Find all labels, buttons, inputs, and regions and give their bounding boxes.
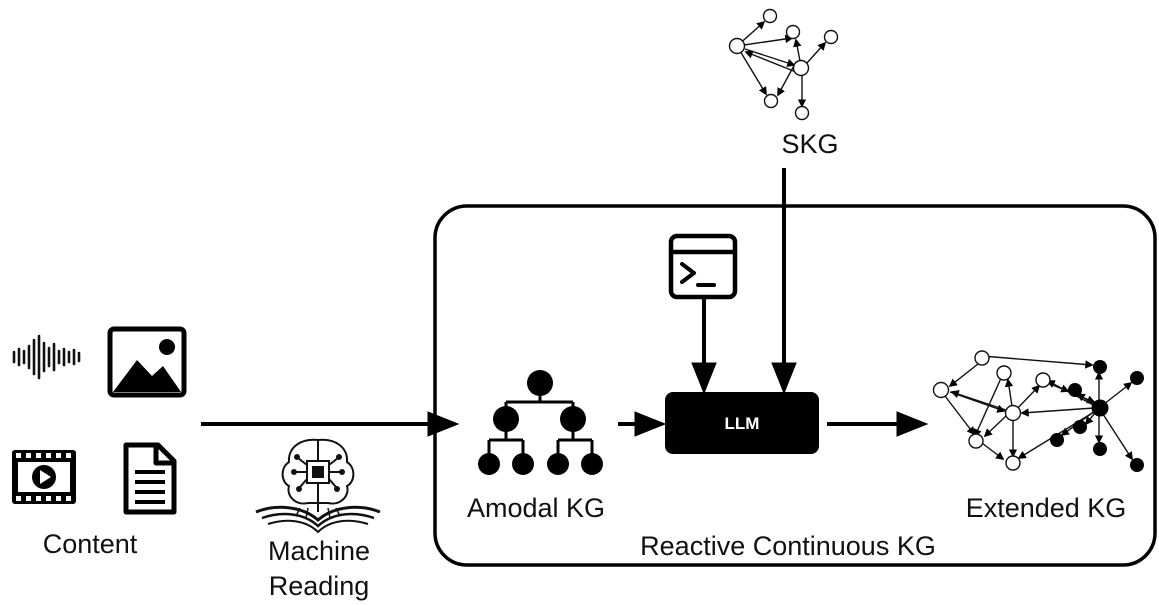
reactive-continuous-kg-label: Reactive Continuous KG	[640, 531, 936, 561]
skg-graph-icon	[736, 20, 827, 108]
machine-reading-label-line1: Machine	[268, 536, 370, 566]
machine-reading-label-line2: Reading	[269, 571, 370, 601]
reactive-continuous-kg-box	[433, 204, 1157, 567]
extended-kg-label: Extended KG	[966, 493, 1127, 523]
llm-block	[665, 392, 819, 454]
terminal-prompt-icon	[668, 233, 738, 300]
amodal-kg-tree-icon	[478, 370, 603, 475]
skg-label: SKG	[781, 129, 838, 159]
brain-book-icon	[255, 438, 381, 534]
extended-kg-graph-nodes-filled	[1050, 360, 1144, 472]
skg-graph-nodes	[728, 8, 839, 121]
extended-kg-graph-nodes-open	[932, 350, 1051, 471]
audio-waveform-icon	[12, 334, 81, 380]
amodal-kg-label: Amodal KG	[467, 493, 605, 523]
video-icon	[12, 450, 76, 504]
llm-label: LLM	[725, 414, 760, 433]
content-label: Content	[43, 529, 138, 559]
document-icon	[123, 442, 177, 515]
image-icon	[107, 326, 187, 398]
